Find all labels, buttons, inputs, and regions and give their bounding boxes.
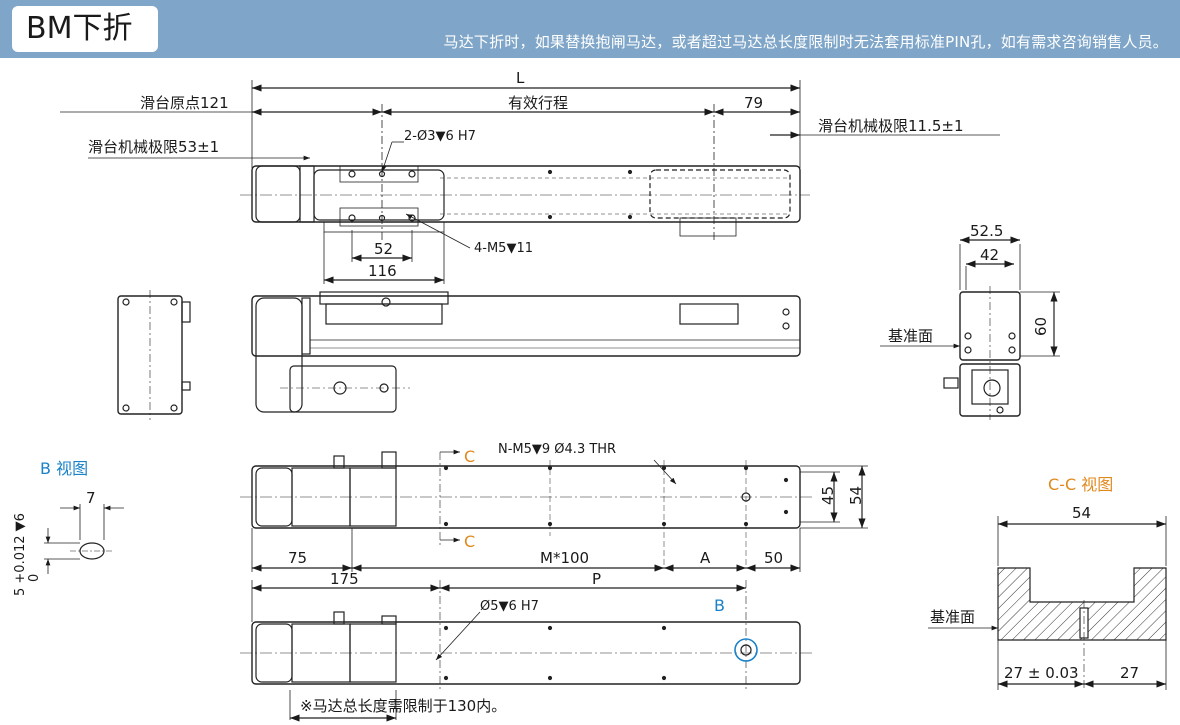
dim-52-5: 52.5 [970, 222, 1003, 240]
ref-face-2: 基准面 [930, 608, 975, 626]
dim-27: 27 [1120, 664, 1139, 682]
dim-mech-53: 滑台机械极限53±1 [88, 138, 219, 156]
dim-pin-hole: 2-Ø3▼6 H7 [404, 129, 476, 144]
dim-A: A [700, 549, 711, 567]
dim-60: 60 [1032, 317, 1050, 336]
dim-42: 42 [980, 246, 999, 264]
section-c-top: C [464, 447, 475, 466]
section-c-bottom: C [464, 532, 475, 551]
header-note: 马达下折时，如果替换抱闸马达，或者超过马达总长度限制时无法套用标准PIN孔，如有… [443, 33, 1168, 51]
dim-tolerance: 5 +0.012 ▼6 [13, 513, 28, 596]
dim-7: 7 [86, 489, 96, 507]
dim-50: 50 [764, 549, 783, 567]
bottom-view [240, 449, 868, 572]
dim-hole-5: Ø5▼6 H7 [480, 599, 539, 614]
front-side-view [251, 291, 801, 413]
ref-face-1: 基准面 [888, 327, 933, 345]
dim-79: 79 [744, 94, 763, 112]
dim-27-tol: 27 ± 0.03 [1004, 664, 1079, 682]
dim-175: 175 [330, 570, 359, 588]
dim-L: L [516, 69, 525, 87]
view-b-mark: B [714, 596, 725, 615]
dim-116: 116 [368, 262, 397, 280]
top-view [60, 80, 1000, 284]
cc-section [928, 516, 1167, 690]
pin-view [240, 580, 812, 722]
dim-45: 45 [819, 486, 837, 505]
header-bar: BM下折 马达下折时，如果替换抱闸马达，或者超过马达总长度限制时无法套用标准PI… [0, 0, 1180, 58]
dim-tolerance-0: 0 [27, 574, 42, 582]
dim-54: 54 [847, 486, 865, 505]
dim-mech-11: 滑台机械极限11.5±1 [818, 117, 964, 135]
cc-dim-54: 54 [1072, 504, 1091, 522]
technical-drawing: L 滑台原点121 有效行程 79 滑台机械极限53±1 滑台机械极限11.5±… [13, 69, 1167, 722]
dim-75: 75 [288, 549, 307, 567]
footnote: ※马达总长度需限制于130内。 [300, 697, 506, 715]
dim-P: P [592, 570, 601, 588]
right-end-view [880, 236, 1060, 420]
page-title: BM下折 [12, 6, 158, 52]
dim-52: 52 [374, 240, 393, 258]
b-view-title: B 视图 [40, 459, 88, 478]
dim-m100: M*100 [540, 549, 589, 567]
b-view-detail [44, 504, 124, 574]
dim-origin: 滑台原点121 [140, 94, 229, 112]
dim-stroke: 有效行程 [508, 94, 568, 112]
dim-n-m5: N-M5▼9 Ø4.3 THR [498, 442, 616, 457]
dim-m5: 4-M5▼11 [474, 241, 533, 256]
left-end-view [117, 290, 191, 420]
cc-view-title: C-C 视图 [1048, 475, 1113, 494]
